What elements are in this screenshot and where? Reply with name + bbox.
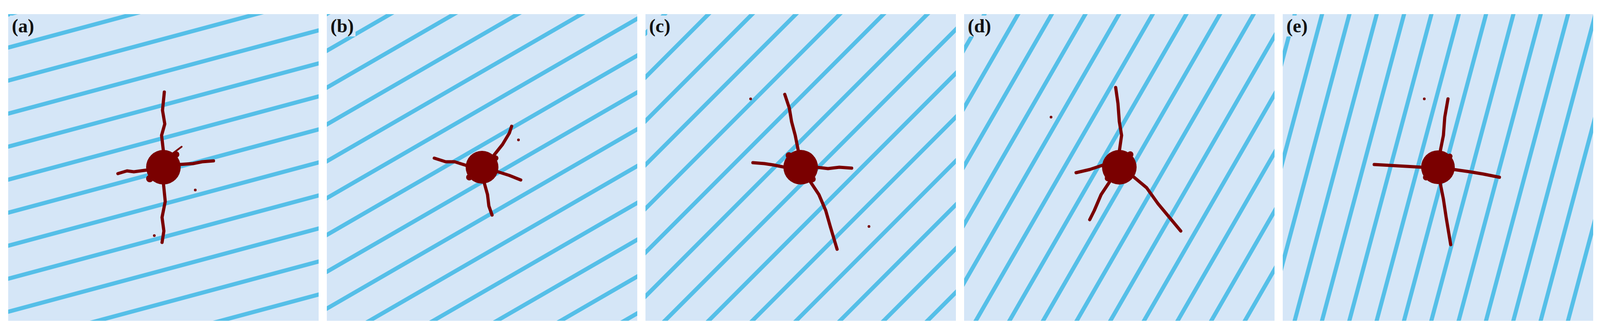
panel-label: (b) [328, 15, 356, 37]
fibre-lines [8, 14, 1594, 321]
panel-ground [8, 14, 1594, 321]
panel-label: (a) [10, 15, 36, 37]
crack-pattern [117, 87, 1500, 249]
panel-label: (c) [647, 15, 673, 37]
panel-label: (e) [1284, 15, 1310, 37]
panel-label: (d) [965, 15, 993, 37]
